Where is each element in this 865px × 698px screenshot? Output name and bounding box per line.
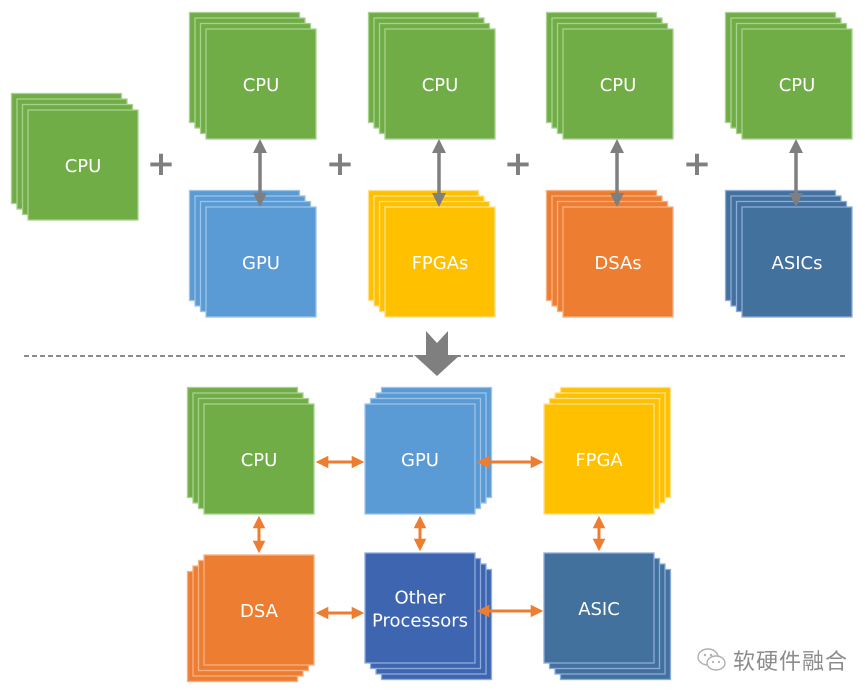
dsa-node-stack: DSA: [186, 554, 315, 683]
dsa-node-stack-front-layer: [203, 554, 315, 666]
gpu-node-stack-front-layer: [364, 403, 476, 515]
cpu-node-stack: CPU: [186, 386, 315, 515]
asic-node-stack-label: ASIC: [578, 599, 620, 620]
pair-1-cpu-stack-label: CPU: [243, 75, 280, 96]
standalone-cpu-stack-front-layer: [27, 109, 139, 221]
pair-1-cpu-stack-front-layer: [205, 28, 317, 140]
plus-sign-4: +: [683, 144, 712, 184]
pair-4-asic-stack-label: ASICs: [772, 253, 823, 274]
pair-3-dsa-stack-front-layer: [562, 206, 674, 318]
plus-sign-1: +: [147, 144, 176, 184]
asic-node-stack: ASIC: [543, 552, 672, 681]
pair-3-dsa-stack: DSAs: [545, 189, 674, 318]
pair-4-cpu-stack-label: CPU: [779, 75, 816, 96]
pair-1-gpu-stack-front-layer: [205, 206, 317, 318]
fpga-node-stack-front-layer: [543, 403, 655, 515]
watermark: 软硬件融合: [697, 644, 848, 676]
pair-1-gpu-stack-label: GPU: [242, 253, 280, 274]
pair-2-cpu-stack-front-layer: [384, 28, 496, 140]
pair-4-asic-stack: ASICs: [724, 189, 853, 318]
pair-2-fpga-stack-label: FPGAs: [412, 253, 469, 274]
pair-4-cpu-stack: CPU: [724, 11, 853, 140]
fpga-node-stack: FPGA: [543, 386, 672, 515]
other-node-stack-front-layer: [364, 552, 476, 664]
pair-3-cpu-stack-label: CPU: [600, 75, 637, 96]
cpu-node-stack-label: CPU: [241, 450, 278, 471]
plus-sign-3: +: [504, 144, 533, 184]
standalone-cpu-stack: CPU: [10, 92, 139, 221]
plus-sign-2: +: [326, 144, 355, 184]
pair-2-cpu-stack: CPU: [367, 11, 496, 140]
gpu-node-stack-label: GPU: [401, 450, 439, 471]
dsa-node-stack-label: DSA: [240, 601, 279, 622]
watermark-text: 软硬件融合: [733, 650, 849, 675]
pair-1-cpu-stack: CPU: [188, 11, 317, 140]
fpga-node-stack-label: FPGA: [575, 450, 623, 471]
standalone-cpu-stack-label: CPU: [65, 156, 102, 177]
pair-3-dsa-stack-label: DSAs: [594, 253, 641, 274]
asic-node-stack-front-layer: [543, 552, 655, 664]
pair-4-asic-stack-front-layer: [741, 206, 853, 318]
pair-2-fpga-stack-front-layer: [384, 206, 496, 318]
other-node-stack-label: Processors: [372, 611, 468, 632]
pair-1-gpu-stack: GPU: [188, 189, 317, 318]
gpu-node-stack: GPU: [364, 386, 493, 515]
other-node-stack-label: Other: [394, 588, 446, 609]
pair-2-fpga-stack: FPGAs: [367, 189, 496, 318]
down-arrow-icon: [414, 331, 460, 376]
pair-3-cpu-stack-front-layer: [562, 28, 674, 140]
cpu-node-stack-front-layer: [203, 403, 315, 515]
pair-2-cpu-stack-label: CPU: [422, 75, 459, 96]
wechat-icon: [697, 648, 726, 671]
pair-3-cpu-stack: CPU: [545, 11, 674, 140]
